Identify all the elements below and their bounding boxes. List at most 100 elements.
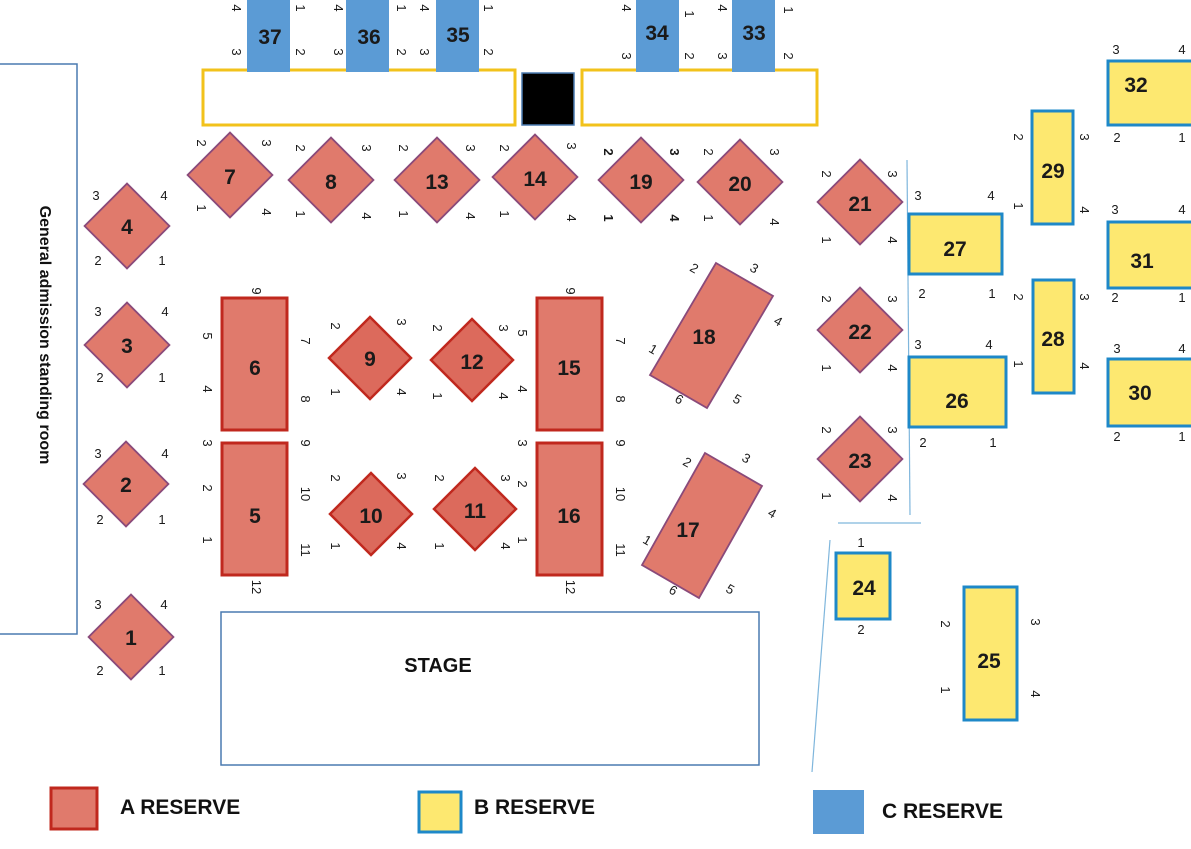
seat-number: 9 [249,287,264,294]
table-number: 16 [557,505,580,528]
table-32[interactable]: 32 3 4 2 1 [1106,42,1191,145]
seat-number: 1 [328,542,343,549]
table-22[interactable]: 22 2 3 1 4 [816,286,904,374]
seat-number: 4 [359,212,374,219]
table-14[interactable]: 14 2 3 1 4 [491,133,579,222]
table-number: 9 [364,348,376,371]
table-24[interactable]: 24 1 2 [834,535,892,637]
table-19[interactable]: 19 2 3 1 4 [597,136,685,224]
seat-number: 3 [94,304,101,319]
table-7[interactable]: 7 2 3 1 4 [186,131,274,219]
table-1[interactable]: 1 3 4 2 1 [87,593,175,681]
table-2[interactable]: 2 3 4 2 1 [82,440,170,528]
table-number: 37 [258,26,281,49]
seat-number: 4 [331,4,346,11]
table-number: 1 [125,627,137,650]
table-17[interactable]: 17 2 3 4 5 6 1 [640,450,779,600]
seat-number: 3 [515,439,530,446]
seat-number: 1 [158,253,165,268]
table-number: 15 [557,357,581,380]
table-20[interactable]: 20 2 3 1 4 [696,138,784,226]
table-37[interactable]: 37 4 1 3 2 [229,0,308,72]
seat-number: 3 [498,474,513,481]
table-10[interactable]: 10 2 3 1 4 [328,471,414,557]
seat-number: 4 [417,4,432,11]
table-9[interactable]: 9 2 3 1 4 [327,315,413,401]
table-number: 31 [1130,250,1154,273]
table-5[interactable]: 5 3 2 1 9 10 11 12 [200,439,313,594]
table-33[interactable]: 33 4 1 3 2 [715,0,796,72]
table-36[interactable]: 36 4 1 3 2 [331,0,409,72]
table-15[interactable]: 15 9 5 4 7 8 [515,287,628,432]
table-28[interactable]: 28 2 3 1 4 [1011,278,1092,395]
table-30[interactable]: 30 3 4 2 1 [1106,341,1191,444]
seat-number: 1 [988,286,995,301]
seat-number: 12 [249,580,264,594]
seat-number: 3 [394,472,409,479]
seat-number: 2 [819,170,834,177]
legend-swatch-a [49,786,99,831]
seat-number: 2 [96,370,103,385]
table-number: 22 [848,321,871,344]
table-6[interactable]: 6 9 5 4 7 8 [200,287,313,432]
seat-number: 2 [194,139,209,146]
table-29[interactable]: 29 2 3 1 4 [1011,109,1092,226]
seat-number: 4 [564,214,579,221]
table-26[interactable]: 26 3 4 2 1 [907,337,1008,450]
table-number: 10 [359,505,382,528]
seat-number: 4 [885,236,900,243]
seat-number: 3 [94,597,101,612]
table-34[interactable]: 34 4 1 3 2 [619,0,697,72]
seat-number: 10 [298,487,313,501]
seat-number: 1 [497,210,512,217]
seat-number: 1 [819,364,834,371]
table-25[interactable]: 25 2 3 1 4 [938,585,1043,722]
seat-number: 4 [229,4,244,11]
seat-number: 4 [765,505,779,522]
seat-number: 4 [1077,206,1092,213]
seat-number: 2 [96,663,103,678]
table-number: 4 [121,216,133,239]
seat-number: 1 [1178,130,1185,145]
seat-number: 4 [885,364,900,371]
seat-number: 4 [885,494,900,501]
table-13[interactable]: 13 2 3 1 4 [393,136,481,224]
seat-number: 3 [715,52,730,59]
table-18[interactable]: 18 2 3 4 5 6 1 [646,260,785,410]
seat-number: 3 [914,337,921,352]
seat-number: 4 [496,392,511,399]
table-number: 8 [325,171,337,194]
seat-number: 2 [328,322,343,329]
table-4[interactable]: 4 3 4 2 1 [83,182,171,270]
seat-number: 2 [1011,133,1026,140]
seat-number: 1 [158,370,165,385]
seat-number: 2 [394,48,409,55]
seat-number: 9 [563,287,578,294]
table-8[interactable]: 8 2 3 1 4 [287,136,375,224]
table-11[interactable]: 11 2 3 1 4 [432,466,518,552]
seat-number: 2 [1011,293,1026,300]
seat-number: 3 [739,450,753,467]
table-number: 30 [1128,382,1151,405]
table-21[interactable]: 21 2 3 1 4 [816,158,904,246]
table-number: 26 [945,390,968,413]
table-number: 32 [1124,74,1147,97]
table-35[interactable]: 35 4 1 3 2 [417,0,496,72]
table-31[interactable]: 31 3 4 2 1 [1106,202,1191,305]
seat-number: 2 [328,474,343,481]
seat-number: 2 [430,324,445,331]
table-number: 21 [848,193,872,216]
table-3[interactable]: 3 3 4 2 1 [83,301,171,389]
table-27[interactable]: 27 3 4 2 1 [907,188,1004,301]
seat-number: 1 [989,435,996,450]
table-16[interactable]: 16 3 2 1 9 10 11 12 [515,439,628,594]
table-number: 20 [728,173,751,196]
table-23[interactable]: 23 2 3 1 4 [816,415,904,503]
seat-number: 1 [394,4,409,11]
seat-number: 2 [682,52,697,59]
seat-number: 4 [161,446,168,461]
seat-number: 4 [160,188,167,203]
seat-number: 5 [723,581,737,598]
table-number: 23 [848,450,871,473]
table-12[interactable]: 12 2 3 1 4 [429,317,515,403]
